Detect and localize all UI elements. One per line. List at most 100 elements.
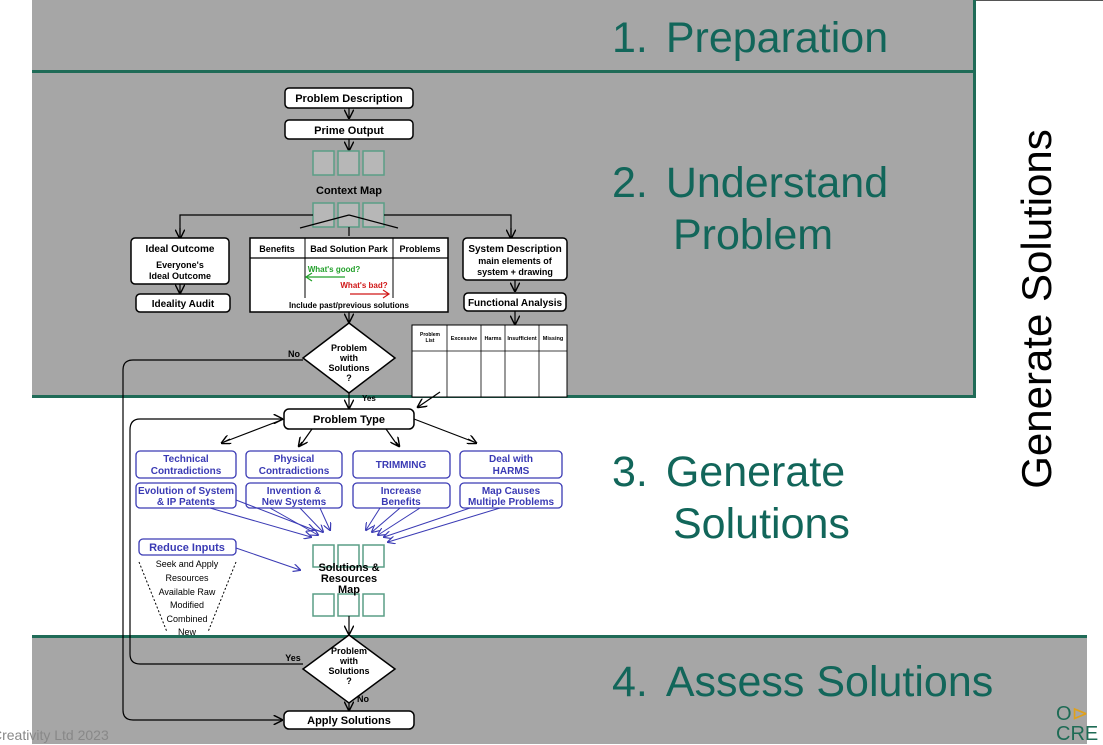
assess-band — [32, 636, 1087, 744]
functional-analysis-box: Functional Analysis — [463, 292, 567, 312]
stage-3-label: 3. Generate Solutions — [612, 446, 850, 550]
band-divider-3 — [32, 635, 1087, 638]
svg-text:Apply Solutions: Apply Solutions — [307, 715, 391, 727]
svg-text:Invention &: Invention & — [267, 486, 321, 497]
system-description-box: System Description main elements of syst… — [462, 237, 568, 281]
decision2-yes-label: Yes — [285, 653, 301, 663]
ideal-outcome-box: Ideal Outcome Everyone's Ideal Outcome — [130, 237, 230, 285]
apply-solutions-box: Apply Solutions — [283, 710, 415, 730]
stage-3-line1: Generate — [665, 448, 846, 496]
svg-text:?: ? — [346, 676, 352, 686]
svg-text:main elements of: main elements of — [478, 256, 553, 266]
yes-loop-line — [129, 419, 303, 665]
arrow-table-to-type — [418, 391, 441, 407]
svg-text:Problem: Problem — [331, 343, 367, 353]
stage-4-number: 4. — [612, 658, 648, 706]
stage-2-label: 2. Understand Problem — [612, 157, 888, 261]
stage-3-line2: Solutions — [673, 500, 850, 548]
svg-text:What's good?: What's good? — [308, 265, 361, 274]
band-right-edge — [973, 0, 976, 398]
svg-text:system + drawing: system + drawing — [477, 267, 553, 277]
svg-text:Solutions: Solutions — [329, 363, 370, 373]
stage-4-text: Assess Solutions — [665, 658, 994, 706]
svg-text:Problem Type: Problem Type — [313, 414, 385, 426]
context-map-text: Context Map — [316, 185, 382, 197]
problem-description-box: Problem Description — [284, 87, 414, 109]
stage-2-number: 2. — [612, 159, 648, 207]
svg-text:Resources: Resources — [165, 573, 209, 583]
svg-text:Harms: Harms — [484, 336, 501, 342]
svg-text:Everyone's: Everyone's — [156, 260, 204, 270]
svg-text:System Description: System Description — [468, 244, 561, 255]
bad-solution-park-box: Benefits Bad Solution Park Problems What… — [249, 237, 449, 313]
svg-text:Increase: Increase — [381, 486, 422, 497]
svg-text:Resources: Resources — [321, 573, 377, 585]
svg-text:Map Causes: Map Causes — [482, 486, 541, 497]
svg-text:Solutions: Solutions — [329, 666, 370, 676]
svg-text:New: New — [178, 627, 197, 637]
reduce-inputs-box: Reduce Inputs Seek and Apply Resources A… — [138, 538, 237, 637]
top-line — [976, 0, 1103, 1]
svg-text:Solutions &: Solutions & — [318, 562, 379, 574]
svg-text:Seek and Apply: Seek and Apply — [156, 559, 219, 569]
logo-mark-icon: ⊳ — [1071, 703, 1089, 725]
copyright-footer: Creativity Ltd 2023 — [0, 727, 109, 743]
svg-text:TRIMMING: TRIMMING — [376, 460, 427, 471]
svg-text:Missing: Missing — [543, 336, 563, 342]
decision-2: Problem with Solutions ? — [301, 634, 397, 704]
svg-text:HARMS: HARMS — [493, 466, 530, 477]
preparation-band — [32, 0, 974, 72]
svg-text:Ideality Audit: Ideality Audit — [152, 299, 215, 310]
logo-line2: CRE — [1056, 723, 1099, 745]
svg-text:with: with — [339, 656, 358, 666]
stage-4-label: 4. Assess Solutions — [612, 656, 993, 708]
no-loop-line — [122, 359, 303, 720]
svg-text:Problem: Problem — [420, 332, 441, 338]
stage-1-label: 1. Preparation — [612, 12, 888, 64]
deal-with-harms-box: Deal with HARMS Map Causes Multiple Prob… — [459, 450, 563, 509]
svg-text:Technical: Technical — [163, 454, 209, 465]
svg-text:with: with — [339, 353, 358, 363]
trimming-box: TRIMMING Increase Benefits — [352, 450, 451, 509]
solutions-resources-map — [312, 544, 385, 617]
svg-text:?: ? — [346, 373, 352, 383]
svg-text:Physical: Physical — [274, 454, 315, 465]
svg-text:Bad Solution Park: Bad Solution Park — [310, 244, 389, 254]
svg-text:Combined: Combined — [166, 614, 207, 624]
decision1-no-label: No — [288, 349, 300, 359]
technical-contradictions-box: Technical Contradictions Evolution of Sy… — [135, 450, 237, 509]
svg-text:Functional Analysis: Functional Analysis — [468, 298, 563, 309]
stage-1-number: 1. — [612, 14, 648, 62]
svg-text:Deal with: Deal with — [489, 454, 533, 465]
svg-text:Contradictions: Contradictions — [151, 466, 222, 477]
brand-logo: O⊳ CRE — [1056, 704, 1098, 744]
svg-text:& IP Patents: & IP Patents — [157, 497, 216, 508]
problem-description-text: Problem Description — [295, 93, 403, 105]
band-divider-1 — [32, 70, 974, 73]
svg-text:List: List — [426, 338, 435, 344]
svg-text:Benefits: Benefits — [381, 497, 421, 508]
decision-1: Problem with Solutions ? — [301, 322, 397, 394]
logo-line1: O — [1056, 703, 1072, 725]
svg-text:Problems: Problems — [399, 244, 440, 254]
svg-text:Excessive: Excessive — [451, 336, 478, 342]
svg-text:New Systems: New Systems — [262, 497, 327, 508]
svg-text:Modified: Modified — [170, 600, 204, 610]
svg-text:Reduce Inputs: Reduce Inputs — [149, 542, 225, 554]
prime-output-box: Prime Output — [284, 119, 414, 140]
blue-arrows — [209, 499, 501, 570]
decision2-no-label: No — [357, 694, 369, 704]
svg-text:Insufficient: Insufficient — [507, 336, 537, 342]
svg-text:Available Raw: Available Raw — [159, 587, 216, 597]
svg-text:Ideal Outcome: Ideal Outcome — [146, 244, 215, 255]
problem-list-table: Problem List Excessive Harms Insufficien… — [411, 324, 568, 398]
ideality-audit-box: Ideality Audit — [135, 293, 231, 313]
svg-text:Contradictions: Contradictions — [259, 466, 330, 477]
svg-text:Include past/previous solution: Include past/previous solutions — [289, 301, 410, 310]
svg-text:What's bad?: What's bad? — [340, 281, 387, 290]
svg-text:Evolution of System: Evolution of System — [138, 486, 234, 497]
svg-text:Map: Map — [338, 584, 360, 596]
stage-2-line1: Understand — [665, 159, 889, 207]
physical-contradictions-box: Physical Contradictions Invention & New … — [245, 450, 343, 509]
